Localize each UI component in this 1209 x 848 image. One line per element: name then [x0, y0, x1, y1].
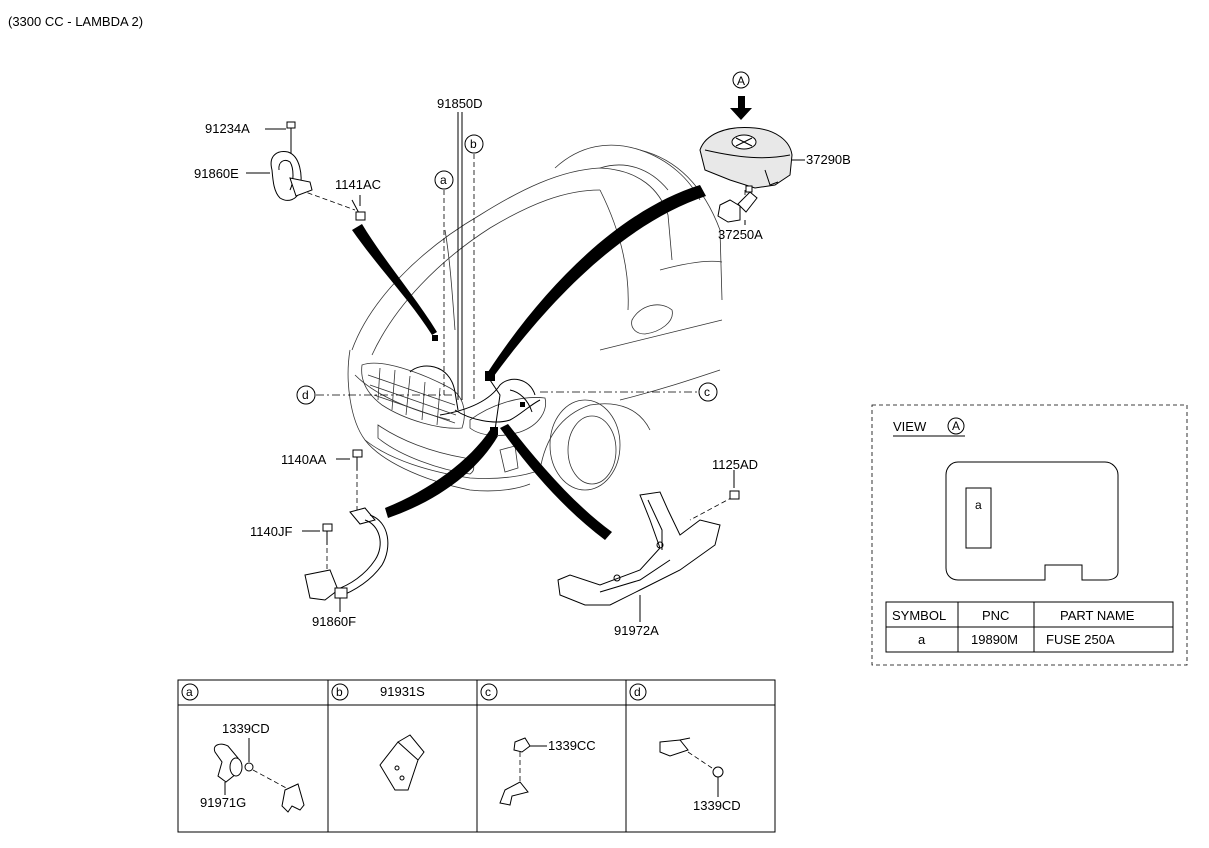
- bolt-1140JF: [302, 523, 333, 545]
- panel-c-label-1339CC: 1339CC: [548, 738, 596, 753]
- panel-a-label-91971G: 91971G: [200, 795, 246, 810]
- svg-text:c: c: [704, 385, 710, 399]
- panel-b-symbol: b: [336, 685, 343, 699]
- view-title: VIEW: [893, 419, 927, 434]
- leader-wedges: [352, 185, 706, 540]
- callout-91972A: 91972A: [614, 623, 659, 638]
- bolt-1141AC: [351, 195, 366, 221]
- fuse-symbol: a: [975, 498, 982, 512]
- terminal-cover-37290B: [699, 71, 805, 189]
- view-a-box: VIEW A a SYMBOL PNC PART NAME a 19890M F…: [871, 404, 1188, 666]
- table-cell-pnc: 19890M: [971, 632, 1018, 647]
- callout-1125AD: 1125AD: [712, 457, 758, 472]
- detail-panels: a 1339CD 91971G b 91931S c 1339CC d 1339…: [177, 679, 776, 833]
- panel-d-label-1339CD: 1339CD: [693, 798, 741, 813]
- callout-91234A: 91234A: [205, 121, 250, 136]
- callout-1140AA: 1140AA: [281, 452, 327, 467]
- svg-text:a: a: [440, 173, 447, 187]
- bolt-1140AA: [336, 449, 363, 470]
- panel-c-symbol: c: [485, 685, 491, 699]
- table-header-pnc: PNC: [982, 608, 1009, 623]
- bracket-91972A: [557, 491, 721, 622]
- clamp-91860E: [246, 151, 313, 201]
- diagram-title: (3300 CC - LAMBDA 2): [8, 14, 143, 29]
- table-cell-part-name: FUSE 250A: [1046, 632, 1115, 647]
- svg-text:b: b: [470, 137, 477, 151]
- circle-marker-b: b: [464, 134, 484, 154]
- bolt-91234A: [265, 121, 296, 155]
- bolt-1125AD: [729, 470, 740, 500]
- panel-d-symbol: d: [634, 685, 641, 699]
- panel-a-label-1339CD: 1339CD: [222, 721, 270, 736]
- wiring-harness: [409, 335, 541, 435]
- reference-lines: [299, 112, 746, 578]
- callout-37250A: 37250A: [718, 227, 763, 242]
- circle-marker-a: a: [434, 170, 454, 190]
- callout-91860F: 91860F: [312, 614, 356, 629]
- ground-cable-91860F: [304, 507, 389, 612]
- svg-text:d: d: [302, 388, 309, 402]
- table-cell-symbol: a: [918, 632, 926, 647]
- callout-37290B: 37290B: [806, 152, 851, 167]
- terminal-37250A: [717, 185, 758, 225]
- circle-marker-c: c: [698, 382, 718, 402]
- callout-91860E: 91860E: [194, 166, 239, 181]
- callout-1140JF: 1140JF: [250, 524, 292, 539]
- view-title-mark: A: [952, 419, 960, 433]
- circle-marker-d: d: [296, 385, 316, 405]
- table-header-part-name: PART NAME: [1060, 608, 1135, 623]
- callout-1141AC: 1141AC: [335, 177, 381, 192]
- panel-a-symbol: a: [186, 685, 193, 699]
- callout-91850D: 91850D: [437, 96, 483, 111]
- view-mark-A: A: [737, 74, 745, 88]
- vehicle-outline: [347, 144, 723, 492]
- table-header-symbol: SYMBOL: [892, 608, 946, 623]
- panel-b-title: 91931S: [380, 684, 425, 699]
